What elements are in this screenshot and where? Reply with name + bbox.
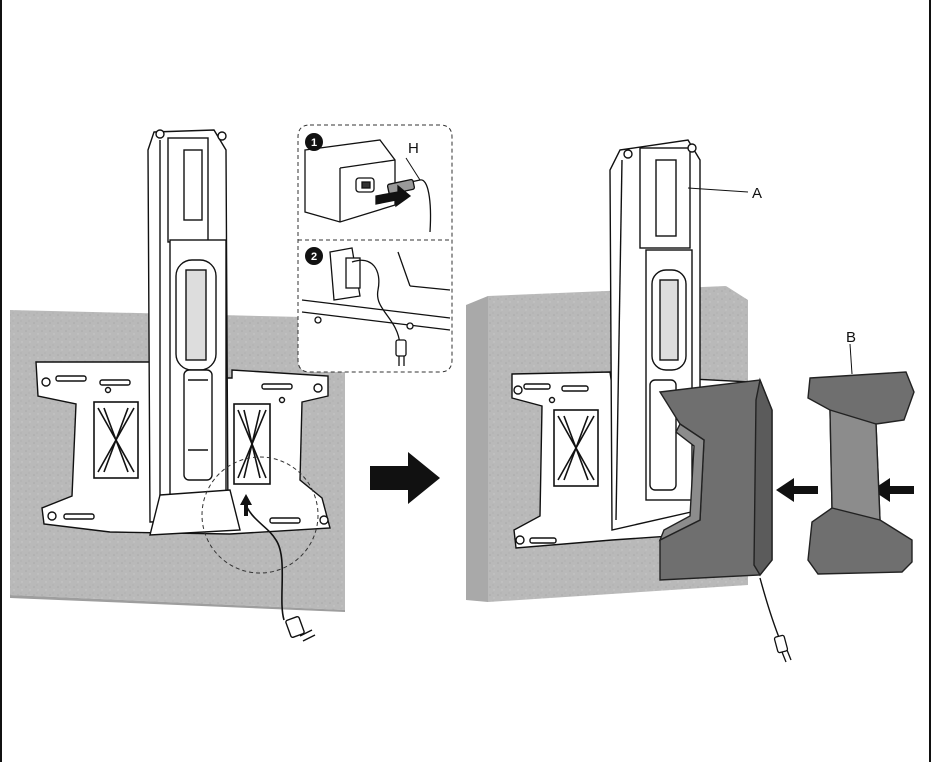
- power-plug-icon: [285, 616, 316, 642]
- right-assembly: A B: [466, 139, 915, 663]
- cover-installed: [658, 377, 773, 581]
- arrow-push-icon: [872, 478, 914, 502]
- power-plug-icon: [395, 339, 407, 366]
- detail-zoom-circle: [201, 456, 319, 574]
- step-1-badge: [305, 133, 323, 151]
- step-2-badge: [305, 247, 323, 265]
- arrow-right-icon: [370, 452, 440, 504]
- label-a-leader: [687, 187, 749, 193]
- hook-box-right-assembly: [553, 409, 599, 487]
- detail-step-1: [304, 139, 432, 233]
- hook-box-left: [93, 401, 139, 479]
- step-2-number: 2: [311, 251, 317, 263]
- arrow-push-icon: [776, 478, 818, 502]
- label-h-leader: [405, 157, 421, 181]
- lift-column-right: [609, 139, 701, 531]
- detail-step-2: [301, 247, 451, 346]
- left-assembly: [10, 129, 345, 642]
- label-b: B: [846, 329, 856, 346]
- detail-inset: 1 H 2: [297, 124, 453, 373]
- power-plug-icon: [773, 634, 792, 663]
- step-1-number: 1: [311, 137, 317, 149]
- label-a: A: [752, 185, 762, 202]
- arrow-up-icon: [240, 494, 252, 516]
- power-cable-right: [759, 577, 781, 641]
- label-b-leader: [849, 343, 853, 375]
- cover-b: [807, 371, 915, 575]
- power-cable-left: [243, 499, 285, 621]
- label-h: H: [408, 140, 419, 157]
- lift-column-left: [147, 129, 241, 536]
- hook-box-right: [233, 403, 271, 485]
